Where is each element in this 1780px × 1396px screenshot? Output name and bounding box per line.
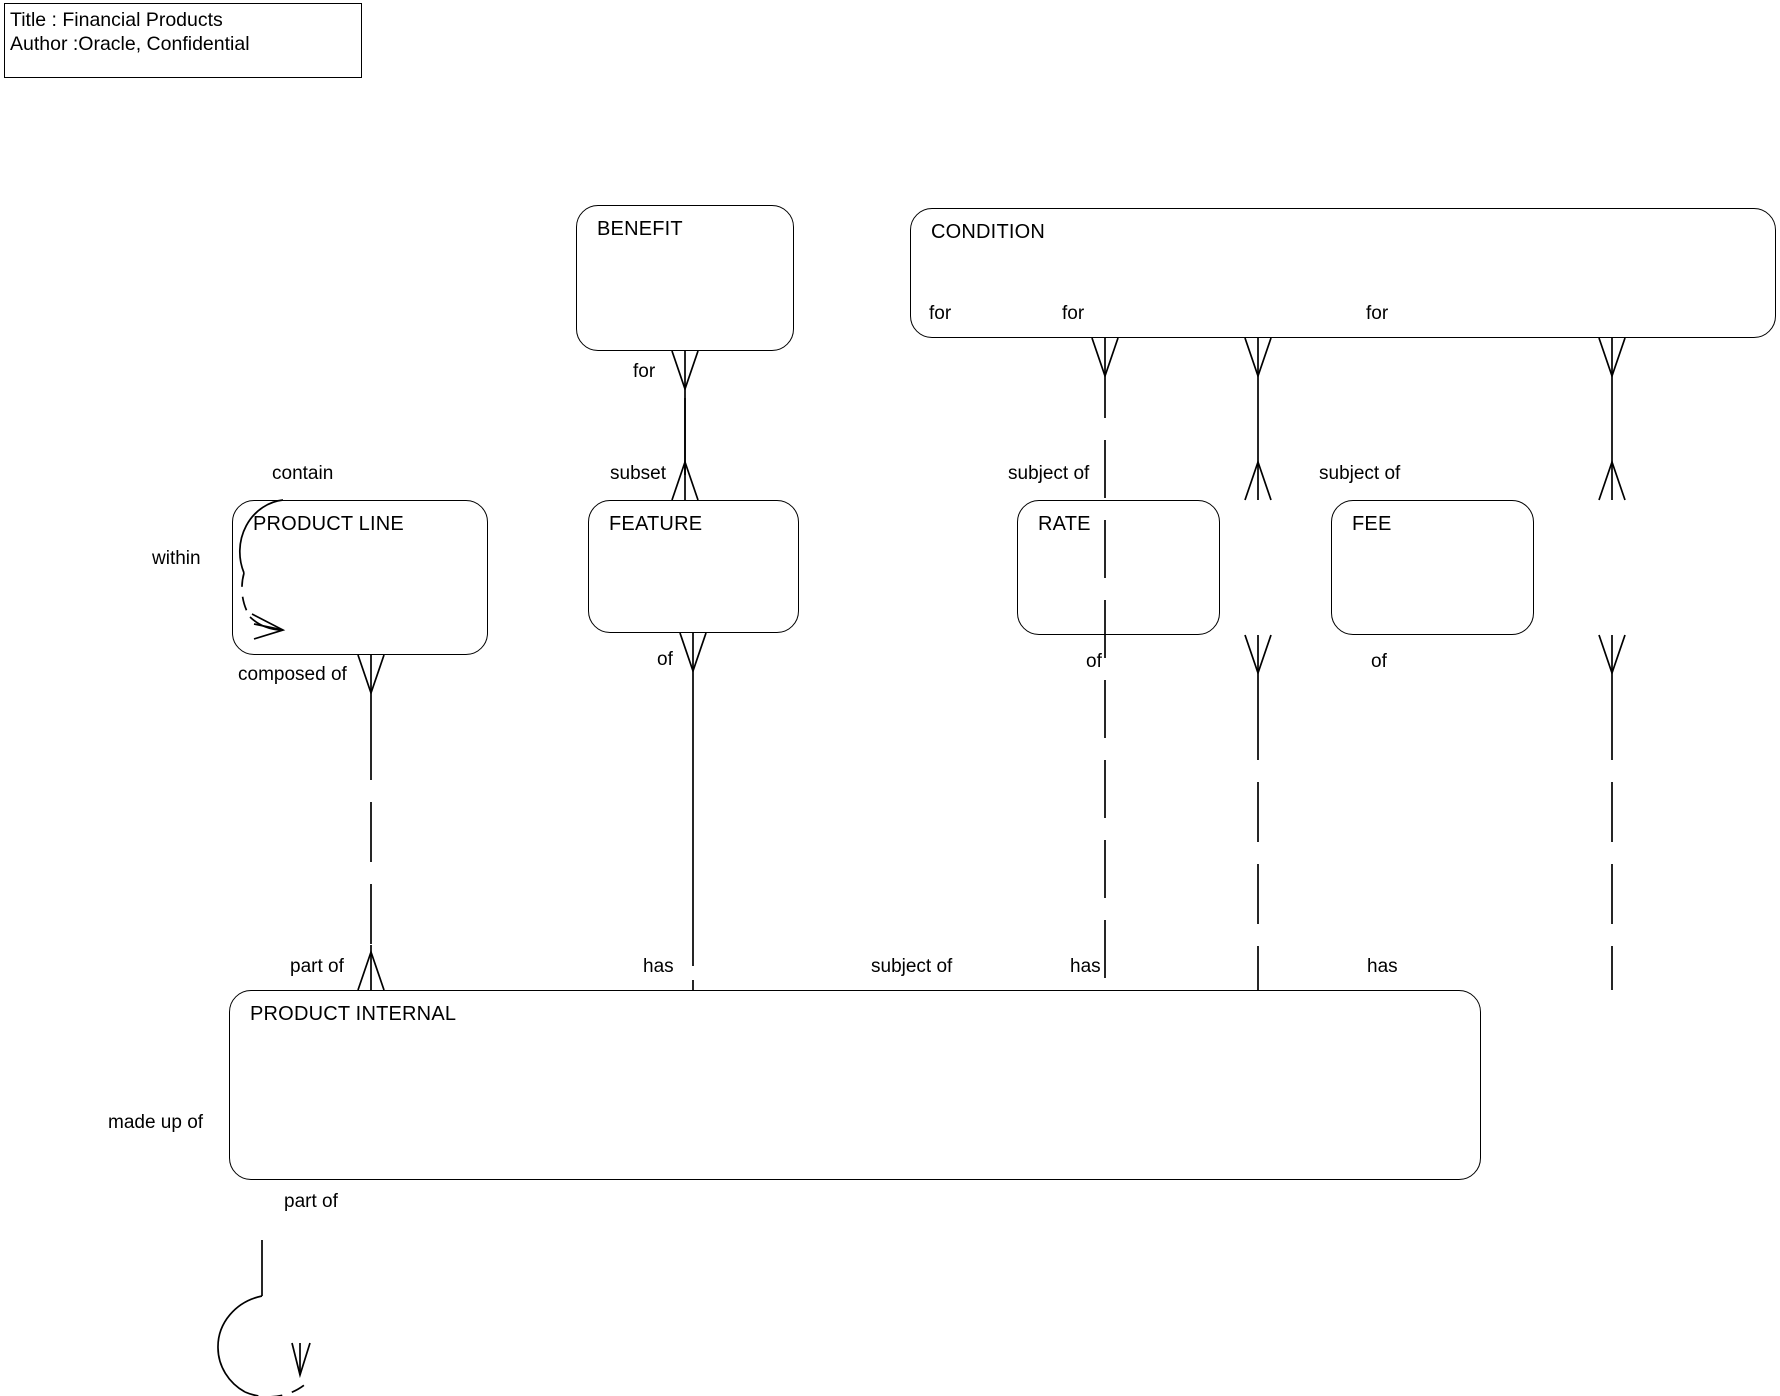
label-feature-subset: subset — [610, 463, 666, 484]
label-benefit-for: for — [633, 361, 656, 382]
link-feature-product-internal — [679, 632, 707, 990]
diagram-title-text: Title : Financial Products — [10, 9, 223, 31]
label-internal-part-of-bottom: part of — [284, 1191, 338, 1212]
entity-condition-label: CONDITION — [931, 221, 1046, 243]
label-rate-subject-of: subject of — [1008, 463, 1090, 484]
entity-benefit-label: BENEFIT — [597, 218, 683, 240]
entity-product-line[interactable]: PRODUCT LINE — [232, 500, 488, 655]
label-fee-has: has — [1367, 956, 1398, 977]
entity-product-internal[interactable]: PRODUCT INTERNAL — [229, 990, 1481, 1180]
entity-benefit[interactable]: BENEFIT — [576, 205, 794, 351]
link-product-line-product-internal — [357, 654, 385, 991]
title-legend-box: Title : Financial Products Author :Oracl… — [4, 3, 362, 78]
label-fee-subject-of: subject of — [1319, 463, 1401, 484]
link-rate-product-internal — [1244, 634, 1272, 990]
label-internal-subject-of: subject of — [871, 956, 953, 977]
label-internal-part-of-top: part of — [290, 956, 344, 977]
entity-feature[interactable]: FEATURE — [588, 500, 799, 633]
label-condition-for-3: for — [1366, 303, 1389, 324]
entity-feature-label: FEATURE — [609, 513, 703, 535]
link-fee-product-internal — [1598, 634, 1626, 990]
label-fee-of: of — [1371, 651, 1387, 672]
label-feature-has: has — [643, 956, 674, 977]
diagram-author-text: Author :Oracle, Confidential — [10, 33, 250, 55]
link-condition-rate — [1244, 337, 1272, 501]
label-product-line-within: within — [152, 548, 201, 569]
link-product-internal-self — [217, 1240, 311, 1396]
entity-fee[interactable]: FEE — [1331, 500, 1534, 635]
label-internal-made-up-of: made up of — [108, 1112, 204, 1133]
entity-condition[interactable]: CONDITION — [910, 208, 1776, 338]
label-product-line-contain: contain — [272, 463, 334, 484]
label-feature-of: of — [657, 649, 673, 670]
label-condition-for-1: for — [929, 303, 952, 324]
entity-rate-label: RATE — [1038, 513, 1091, 535]
link-condition-fee — [1598, 337, 1626, 501]
label-product-line-composed-of: composed of — [238, 664, 347, 685]
label-condition-for-2: for — [1062, 303, 1085, 324]
label-rate-has: has — [1070, 956, 1101, 977]
label-rate-of: of — [1086, 651, 1102, 672]
entity-product-internal-label: PRODUCT INTERNAL — [250, 1003, 457, 1025]
entity-fee-label: FEE — [1352, 513, 1392, 535]
link-benefit-feature — [671, 350, 699, 501]
entity-rate[interactable]: RATE — [1017, 500, 1220, 635]
entity-product-line-label: PRODUCT LINE — [253, 513, 404, 535]
